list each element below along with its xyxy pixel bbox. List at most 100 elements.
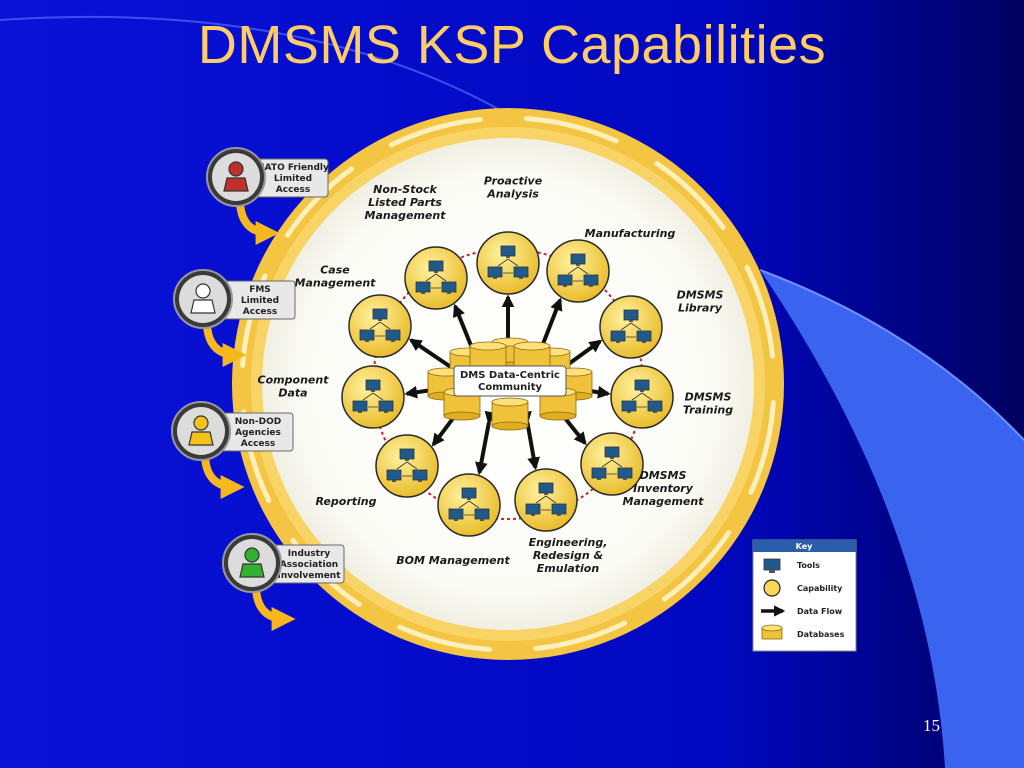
monitor-icon [415,281,431,294]
monitor-icon [412,469,428,482]
monitor-icon [617,467,633,480]
data-flow-arrow [519,410,540,471]
capability-label-line: Redesign & [533,549,603,562]
capability-node [404,246,468,310]
capability-label-line: Training [683,404,733,417]
capability-label-line: DMSMS [685,391,732,404]
ring-arrow [654,160,726,231]
access-flow-arrow [252,588,296,631]
capability-label-line: Listed Parts [368,196,442,209]
database-cylinder-icon [761,624,783,640]
key-item: Data Flow [761,605,843,617]
monitor-icon [378,400,394,413]
access-badges: NATO FriendlyLimitedAccessFMSLimitedAcce… [171,147,345,631]
capability-label-line: Emulation [537,562,600,575]
monitor-icon [513,266,529,279]
monitor-icon [604,446,620,459]
access-label-line: FMS [249,285,271,295]
access-label-line: NATO Friendly [257,163,329,173]
ring-arrow [284,166,355,238]
yellow-circle-icon [763,579,781,597]
key-item: Databases [761,624,845,640]
monitor-icon [365,379,381,392]
access-label-line: Involvement [277,571,341,581]
access-label-line: Limited [274,174,312,184]
capability-label: Engineering,Redesign &Emulation [529,536,608,575]
user-icon [188,415,214,446]
monitor-icon [557,274,573,287]
monitor-icon [763,558,781,573]
key-item-label: Data Flow [797,607,843,616]
monitor-icon [474,508,490,521]
ring-arrow [524,116,619,144]
capability-node [476,231,540,295]
ring-arrow [533,620,628,652]
monitor-icon [500,245,516,258]
monitor-icon [634,379,650,392]
capability-label: Reporting [316,495,377,508]
access-label-line: Access [276,185,310,195]
monitor-icon [610,330,626,343]
monitor-icon [386,469,402,482]
monitor-icon [525,503,541,516]
access-label-line: Agencies [235,428,281,438]
capability-node [375,434,439,498]
access-label-line: Non-DOD [235,417,281,427]
hub-label-line1: DMS Data-Centric [460,370,560,381]
capability-label-line: Case [320,264,350,277]
capability-label-line: Library [678,302,723,315]
data-flow-arrow [475,410,498,476]
key-item-label: Databases [797,630,845,639]
monitor-icon [551,503,567,516]
slide-title: DMSMS KSP Capabilities [197,15,827,75]
key-item-label: Tools [797,561,820,570]
user-icon [190,283,216,314]
ring-arrow [748,400,776,495]
capability-node [580,432,644,496]
capability-label-line: DMSMS [677,289,724,302]
data-flow-arrow [530,297,563,362]
capability-node [437,473,501,537]
user-icon [223,161,249,192]
monitor-icon [647,400,663,413]
ring-arrow [661,530,732,602]
monitor-icon [399,448,415,461]
key-title: Key [796,542,813,551]
capability-label-line: Inventory [633,482,694,495]
monitor-icon [623,309,639,322]
capability-label-line: Management [623,495,705,508]
capability-label-line: BOM Management [396,554,510,567]
key-item-label: Capability [797,584,843,593]
monitor-icon [448,508,464,521]
monitor-icon [583,274,599,287]
ring-arrow [388,116,483,148]
hub-label-line2: Community [478,382,542,393]
monitor-icon [621,400,637,413]
capability-label-line: Analysis [486,188,539,201]
page-number: 15 [923,716,940,735]
ring-arrow [397,624,492,652]
capability-label: BOM Management [396,554,510,567]
monitor-icon [352,400,368,413]
capability-node [610,365,674,429]
capability-label-line: Data [278,387,307,400]
capability-label-line: Engineering, [529,536,608,549]
capability-label-line: Reporting [316,495,377,508]
data-flow-arrow [408,338,464,379]
monitor-icon [636,330,652,343]
monitor-icon [441,281,457,294]
monitor-icon [372,308,388,321]
capability-label-line: Non-Stock [373,183,437,196]
monitor-icon [570,253,586,266]
monitor-icon [428,260,444,273]
